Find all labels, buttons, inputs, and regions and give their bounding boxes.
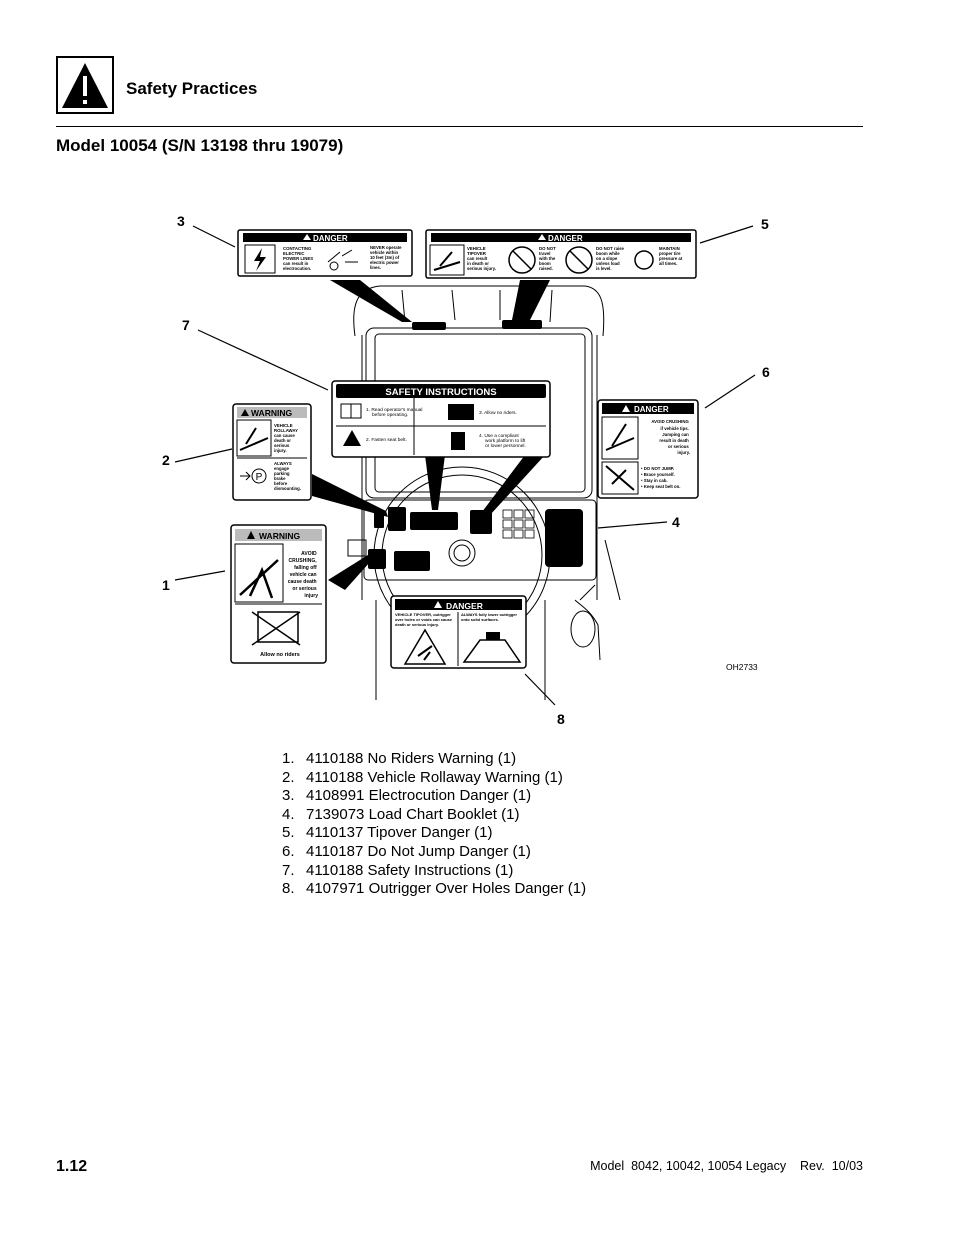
list-item: 8.4107971 Outrigger Over Holes Danger (1… [282,880,587,898]
header-rule [56,126,863,127]
svg-text:NEVER operate vehicle wi: NEVER operate vehicle within 10 feet (3m… [370,245,403,270]
svg-text:ALWAYS engage park: ALWAYS engage parking brake before dismo… [274,461,301,491]
callout-4: 4 [672,514,680,530]
list-item: 6.4110187 Do Not Jump Danger (1) [282,842,531,860]
warning-triangle-icon [56,56,114,114]
svg-text:3. Allow no riders.: 3. Allow no riders. [479,410,517,416]
callout-6: 6 [762,364,770,380]
section-title: Safety Practices [126,79,258,98]
svg-text:SAFETY INSTRUCTIONS: SAFETY INSTRUCTIONS [385,387,496,398]
callout-2: 2 [162,452,170,468]
svg-text:DANGER: DANGER [634,405,669,414]
leader-lines [174,225,756,706]
svg-text:VEHICLE TIPOVER ca: VEHICLE TIPOVER can result in death or s… [467,246,496,271]
svg-text:P: P [256,472,263,483]
cab-dark-parts [368,320,583,571]
page-number: 1.12 [56,1158,88,1175]
svg-text:DO NOT raise boom while: DO NOT raise boom while on a slope unles… [596,246,625,271]
switch-panel [502,509,535,539]
callout-5: 5 [761,216,769,232]
svg-text:DANGER: DANGER [548,234,583,243]
list-item: 3.4108991 Electrocution Danger (1) [282,787,532,805]
svg-text:MAINTAIN proper tire: MAINTAIN proper tire pressure at all tim… [659,246,683,266]
svg-text:WARNING: WARNING [251,408,292,418]
callout-1: 1 [162,577,170,593]
svg-text:DO NOT travel with: DO NOT travel with the boom raised. [538,246,557,271]
document-info: Model 8042, 10042, 10054 Legacy Rev. 10/… [590,1159,863,1173]
model-title: Model 10054 (S/N 13198 thru 19079) [56,136,344,155]
callout-3: 3 [177,213,185,229]
svg-text:Allow no riders: Allow no riders [260,652,300,658]
pointer-wedges [312,280,550,590]
callout-7: 7 [182,317,190,333]
svg-text:ALWAYS fully lower outrigger: ALWAYS fully lower outrigger onto solid … [461,612,518,622]
svg-text:DANGER: DANGER [446,601,483,611]
decal-outrigger-danger: DANGER VEHICLE TIPOVER, outrigger over h… [390,595,527,669]
svg-text:1. Read operator's manual: 1. Read operator's manual before operati… [366,407,424,418]
list-item: 4.7139073 Load Chart Booklet (1) [282,805,520,823]
lightning-icon [254,248,266,271]
svg-text:• DO NOT JUMP. • Brace y: • DO NOT JUMP. • Brace yourself. • Stay … [641,466,680,489]
svg-text:CONTACTING ELECTRIC: CONTACTING ELECTRIC POWER LINES can resu… [283,246,314,271]
decal-location-figure: 3 5 7 6 2 4 1 8 OH2733 [162,213,770,727]
svg-text:2. Fasten seat belt.: 2. Fasten seat belt. [366,437,407,443]
svg-text:VEHICLE ROLLAWAY c: VEHICLE ROLLAWAY can cause death or seri… [274,423,299,453]
svg-text:WARNING: WARNING [259,531,300,541]
svg-text:AVOID CRUSHING if vehicl: AVOID CRUSHING if vehicle tips. Jumping … [651,419,690,455]
decal-do-not-jump-danger: DANGER AVOID CRUSHING if vehicle tips. J… [597,399,699,499]
decal-no-riders-warning: WARNING AVOID CRUSHING, falling off vehi… [230,524,327,664]
list-item: 5.4110137 Tipover Danger (1) [282,824,493,842]
figure-id: OH2733 [726,662,758,672]
svg-text:AVOID CRUSHING, fa: AVOID CRUSHING, falling off vehicle can … [288,551,319,599]
decal-rollaway-warning: WARNING VEHICLE ROLLAWAY can cause death… [232,403,312,501]
callout-8: 8 [557,711,565,727]
decal-safety-instructions: SAFETY INSTRUCTIONS 1. Read operator's m… [331,380,551,458]
list-item: 2.4110188 Vehicle Rollaway Warning (1) [282,768,563,786]
svg-text:VEHICLE TIPOVER, outrigger: VEHICLE TIPOVER, outrigger over holes or… [395,612,453,627]
parts-list: 1.4110188 No Riders Warning (1) 2.411018… [282,750,586,899]
svg-text:4. Use a compliant work: 4. Use a compliant work platform to lift… [479,433,527,449]
decal-electrocution-danger: DANGER CONTACTING ELECTRIC POWER LINES c… [237,229,413,277]
decal-tipover-danger: DANGER VEHICLE TIPOVER can result in dea… [425,229,697,279]
svg-text:DANGER: DANGER [313,234,348,243]
list-item: 1.4110188 No Riders Warning (1) [282,750,517,767]
list-item: 7.4110188 Safety Instructions (1) [282,861,514,879]
